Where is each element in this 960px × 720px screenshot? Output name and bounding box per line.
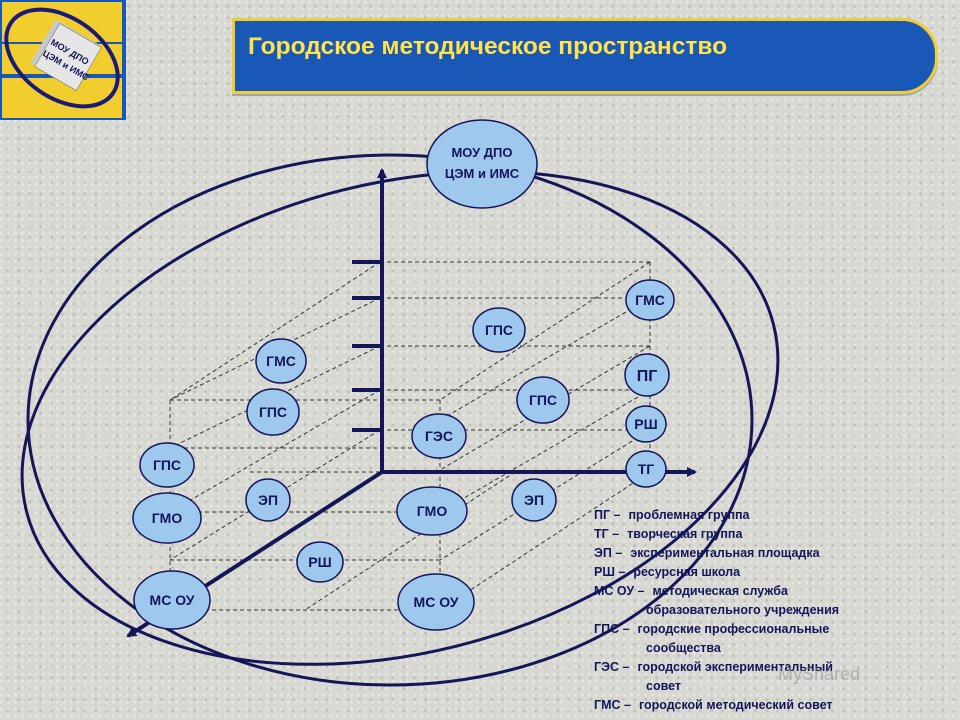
legend-definition: ресурсная школа [633,565,741,579]
node-label: РШ [308,554,331,570]
node-shape [296,541,344,583]
node-gps-upper: ГПС [472,307,526,353]
node-label: ГМО [152,510,183,526]
node-shape [139,442,195,488]
node-shape [472,307,526,353]
node-label: ГМС [266,353,296,369]
nodes-layer: ГМС ГПС ГМС ПГ ГПС ГПС РШ ГЭС ГПС ТГ ЭП ЭП ГМО ГМО РШ М… [132,279,675,631]
page-title: Городское методическое пространство [248,33,728,60]
grid-lines [169,261,651,611]
node-gmo-center: ГМО [396,486,468,536]
legend-item: МС ОУ – методическая служба [594,582,954,601]
legend-definition: городской методический совет [638,698,833,712]
node-tg: ТГ [625,450,667,488]
node-gps-far-left: ГПС [139,442,195,488]
legend-definition-continued: образовательного учреждения [646,603,840,617]
node-label: ТГ [638,461,655,477]
outer-ellipse-a [26,153,754,687]
legend-definition: экспериментальная площадка [630,546,820,560]
top-node: МОУ ДПО ЦЭМ и ИМС [426,119,538,209]
node-label: ГМС [635,292,665,308]
node-label: ГПС [529,392,557,408]
legend-item: ПГ – проблемная группа [594,506,954,525]
node-label: МС ОУ [150,592,195,608]
legend-item: ЭП – экспериментальная площадка [594,544,954,563]
node-ep-left: ЭП [245,478,291,522]
legend-item: ГПС – городские профессиональные [594,620,954,639]
legend-abbr: ТГ – [594,527,620,541]
legend-definition: методическая служба [652,584,788,598]
node-gps-center: ГПС [516,376,570,424]
legend-item: ТГ – творческая группа [594,525,954,544]
node-rsh-lower: РШ [296,541,344,583]
outer-ellipse-b [20,170,780,666]
node-label: ПГ [637,368,658,385]
legend-item: РШ – ресурсная школа [594,563,954,582]
node-shape [516,376,570,424]
legend-abbr: ГПС – [594,622,630,636]
legend-abbr: ГЭС – [594,660,630,674]
legend-abbr: МС ОУ – [594,584,645,598]
node-label: ГПС [259,404,287,420]
node-rsh-right: РШ [625,405,667,443]
node-label: МС ОУ [414,594,459,610]
node-label: ГЭС [425,428,453,444]
node-label: ЭП [524,492,544,508]
logo: МОУ ДПО ЦЭМ и ИМС [0,0,126,120]
node-shape [245,478,291,522]
node-shape [397,573,475,631]
top-node-line1: МОУ ДПО [451,145,512,160]
legend-item: ГЭС – городской экспериментальный [594,658,954,677]
node-ep-right: ЭП [511,478,557,522]
node-shape [625,405,667,443]
top-node-line2: ЦЭМ и ИМС [445,166,520,181]
node-label: ЭП [258,492,278,508]
legend-definition: городские профессиональные [637,622,830,636]
node-shape [411,413,467,459]
node-ms-ou-center: МС ОУ [397,573,475,631]
node-shape [625,279,675,321]
watermark: MyShared [778,664,861,684]
legend-definition: городской экспериментальный [637,660,833,674]
node-gmo-left: ГМО [132,492,202,544]
legend-item: ГМС – городской методический совет [594,696,954,715]
node-shape [511,478,557,522]
legend-definition: творческая группа [627,527,743,541]
legend: ПГ – проблемная группа ТГ – творческая груп… [594,506,954,715]
node-label: ГПС [153,457,181,473]
node-label: ГПС [485,322,513,338]
node-shape [255,338,307,384]
node-label: РШ [634,416,657,432]
title-banner [232,18,938,94]
node-shape [624,353,670,397]
legend-abbr: ЭП – [594,546,623,560]
legend-definition: проблемная группа [628,508,750,522]
node-shape [625,450,667,488]
node-shape [246,388,300,436]
legend-definition-continued: совет [646,679,682,693]
legend-abbr: ПГ – [594,508,621,522]
node-ges: ГЭС [411,413,467,459]
legend-abbr: ГМС – [594,698,631,712]
node-pg: ПГ [624,353,670,397]
node-gms-left: ГМС [255,338,307,384]
node-ms-ou-left: МС ОУ [133,570,211,630]
node-gms-right: ГМС [625,279,675,321]
node-label: ГМО [417,503,448,519]
node-shape [396,486,468,536]
legend-definition-continued: сообщества [646,641,721,655]
node-gps-left-mid: ГПС [246,388,300,436]
legend-abbr: РШ – [594,565,626,579]
node-shape [132,492,202,544]
node-shape [133,570,211,630]
